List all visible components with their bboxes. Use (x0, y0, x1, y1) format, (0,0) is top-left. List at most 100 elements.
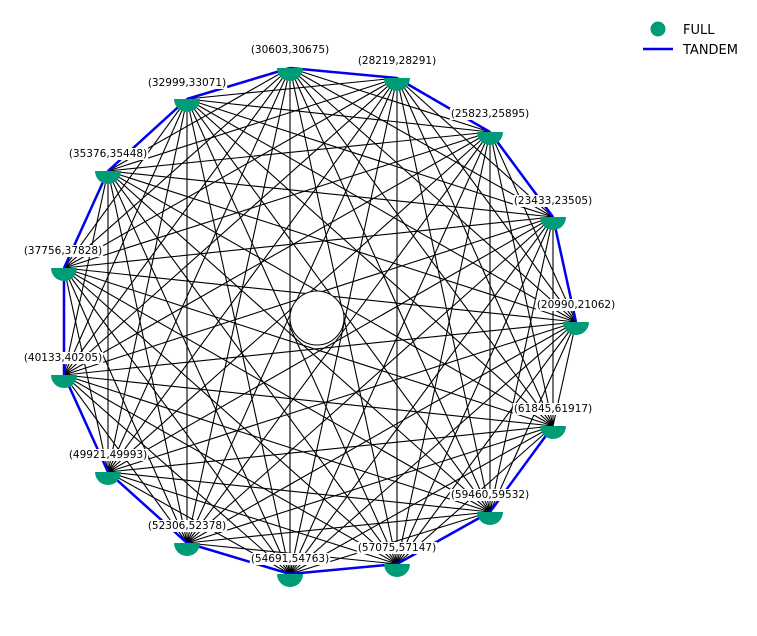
edge (289, 67, 491, 513)
edge (289, 67, 577, 323)
edge (186, 131, 491, 544)
edge (63, 67, 291, 376)
node-label: (37756,37828) (24, 245, 102, 257)
edge (63, 131, 491, 269)
node-label-background (146, 520, 228, 532)
edge (289, 67, 491, 133)
legend-edge-label: TANDEM (682, 43, 738, 58)
node-label-background (22, 352, 104, 364)
edge (186, 98, 577, 323)
edge (289, 216, 554, 575)
node-label: (61845,61917) (514, 403, 592, 415)
node-label-background (449, 108, 531, 120)
node-label: (40133,40205) (24, 352, 102, 364)
edge (107, 77, 398, 172)
node-label-background (356, 55, 438, 67)
edge (186, 77, 398, 100)
edge (63, 267, 109, 473)
edge-layer (63, 67, 577, 575)
edge (63, 77, 398, 376)
graph-node (277, 68, 303, 81)
node-layer (51, 68, 589, 587)
edge (63, 374, 554, 427)
graph-node (277, 574, 303, 587)
edge (107, 321, 577, 473)
legend: FULL TANDEM (643, 21, 738, 58)
edge (63, 267, 291, 575)
node-label: (32999,33071) (148, 77, 226, 89)
graph-node (563, 322, 589, 335)
edge (396, 77, 554, 427)
node-label: (49921,49993) (69, 449, 147, 461)
edge (489, 131, 554, 427)
graph-node (174, 99, 200, 112)
edge (186, 98, 554, 427)
edge (107, 170, 491, 513)
edge (63, 267, 188, 544)
node-label: (52306,52378) (148, 520, 226, 532)
label-layer: (30603,30675)(28219,28291)(25823,25895)(… (22, 44, 617, 565)
edge (63, 374, 491, 513)
graph-node (540, 426, 566, 439)
edge (63, 98, 188, 376)
tandem-edge (186, 541, 291, 576)
node-label: (59460,59532) (451, 489, 529, 501)
center-circle (289, 290, 345, 346)
edge (63, 267, 554, 427)
edge (107, 170, 291, 575)
edge (63, 170, 109, 376)
edge (107, 471, 398, 565)
graph-node (477, 512, 503, 525)
tandem-edge (396, 510, 491, 566)
tandem-edge (396, 76, 491, 134)
edge (489, 216, 554, 513)
graph-node (384, 78, 410, 91)
edge (63, 267, 491, 513)
edge (63, 216, 554, 269)
edge (289, 425, 554, 575)
node-label-background (249, 44, 331, 56)
edge (489, 321, 577, 513)
graph-node (51, 268, 77, 281)
edge (186, 98, 554, 218)
tandem-edge (289, 562, 398, 576)
node-label: (23433,23505) (514, 195, 592, 207)
graph-node (95, 472, 121, 485)
edge (289, 131, 491, 575)
edge (489, 131, 577, 323)
edge (396, 131, 491, 565)
node-label-background (249, 553, 331, 565)
edge (396, 216, 554, 565)
edge (107, 170, 577, 323)
node-label: (57075,57147) (358, 542, 436, 554)
node-label: (30603,30675) (251, 44, 329, 56)
tandem-edge (107, 98, 188, 172)
graph-node (174, 543, 200, 556)
tandem-edge (289, 66, 398, 80)
edge (107, 471, 491, 513)
edge (289, 67, 554, 218)
node-label-background (146, 77, 228, 89)
legend-node-label: FULL (683, 23, 715, 38)
node-label-background (512, 403, 594, 415)
edge (107, 170, 398, 565)
edge (396, 77, 491, 513)
edge (186, 98, 291, 575)
edge (63, 67, 291, 269)
node-label-background (512, 195, 594, 207)
edge (186, 425, 554, 544)
edge (63, 374, 291, 575)
graph-node (477, 132, 503, 145)
node-label-background (67, 148, 149, 160)
edge (186, 98, 398, 565)
edge (186, 98, 491, 133)
node-label-background (22, 245, 104, 257)
edge (396, 77, 577, 323)
edge (63, 131, 491, 376)
edge (107, 67, 291, 473)
edge (186, 67, 291, 544)
edge (186, 321, 577, 544)
edge (289, 67, 554, 427)
graph-node (384, 564, 410, 577)
node-label-background (535, 299, 617, 311)
